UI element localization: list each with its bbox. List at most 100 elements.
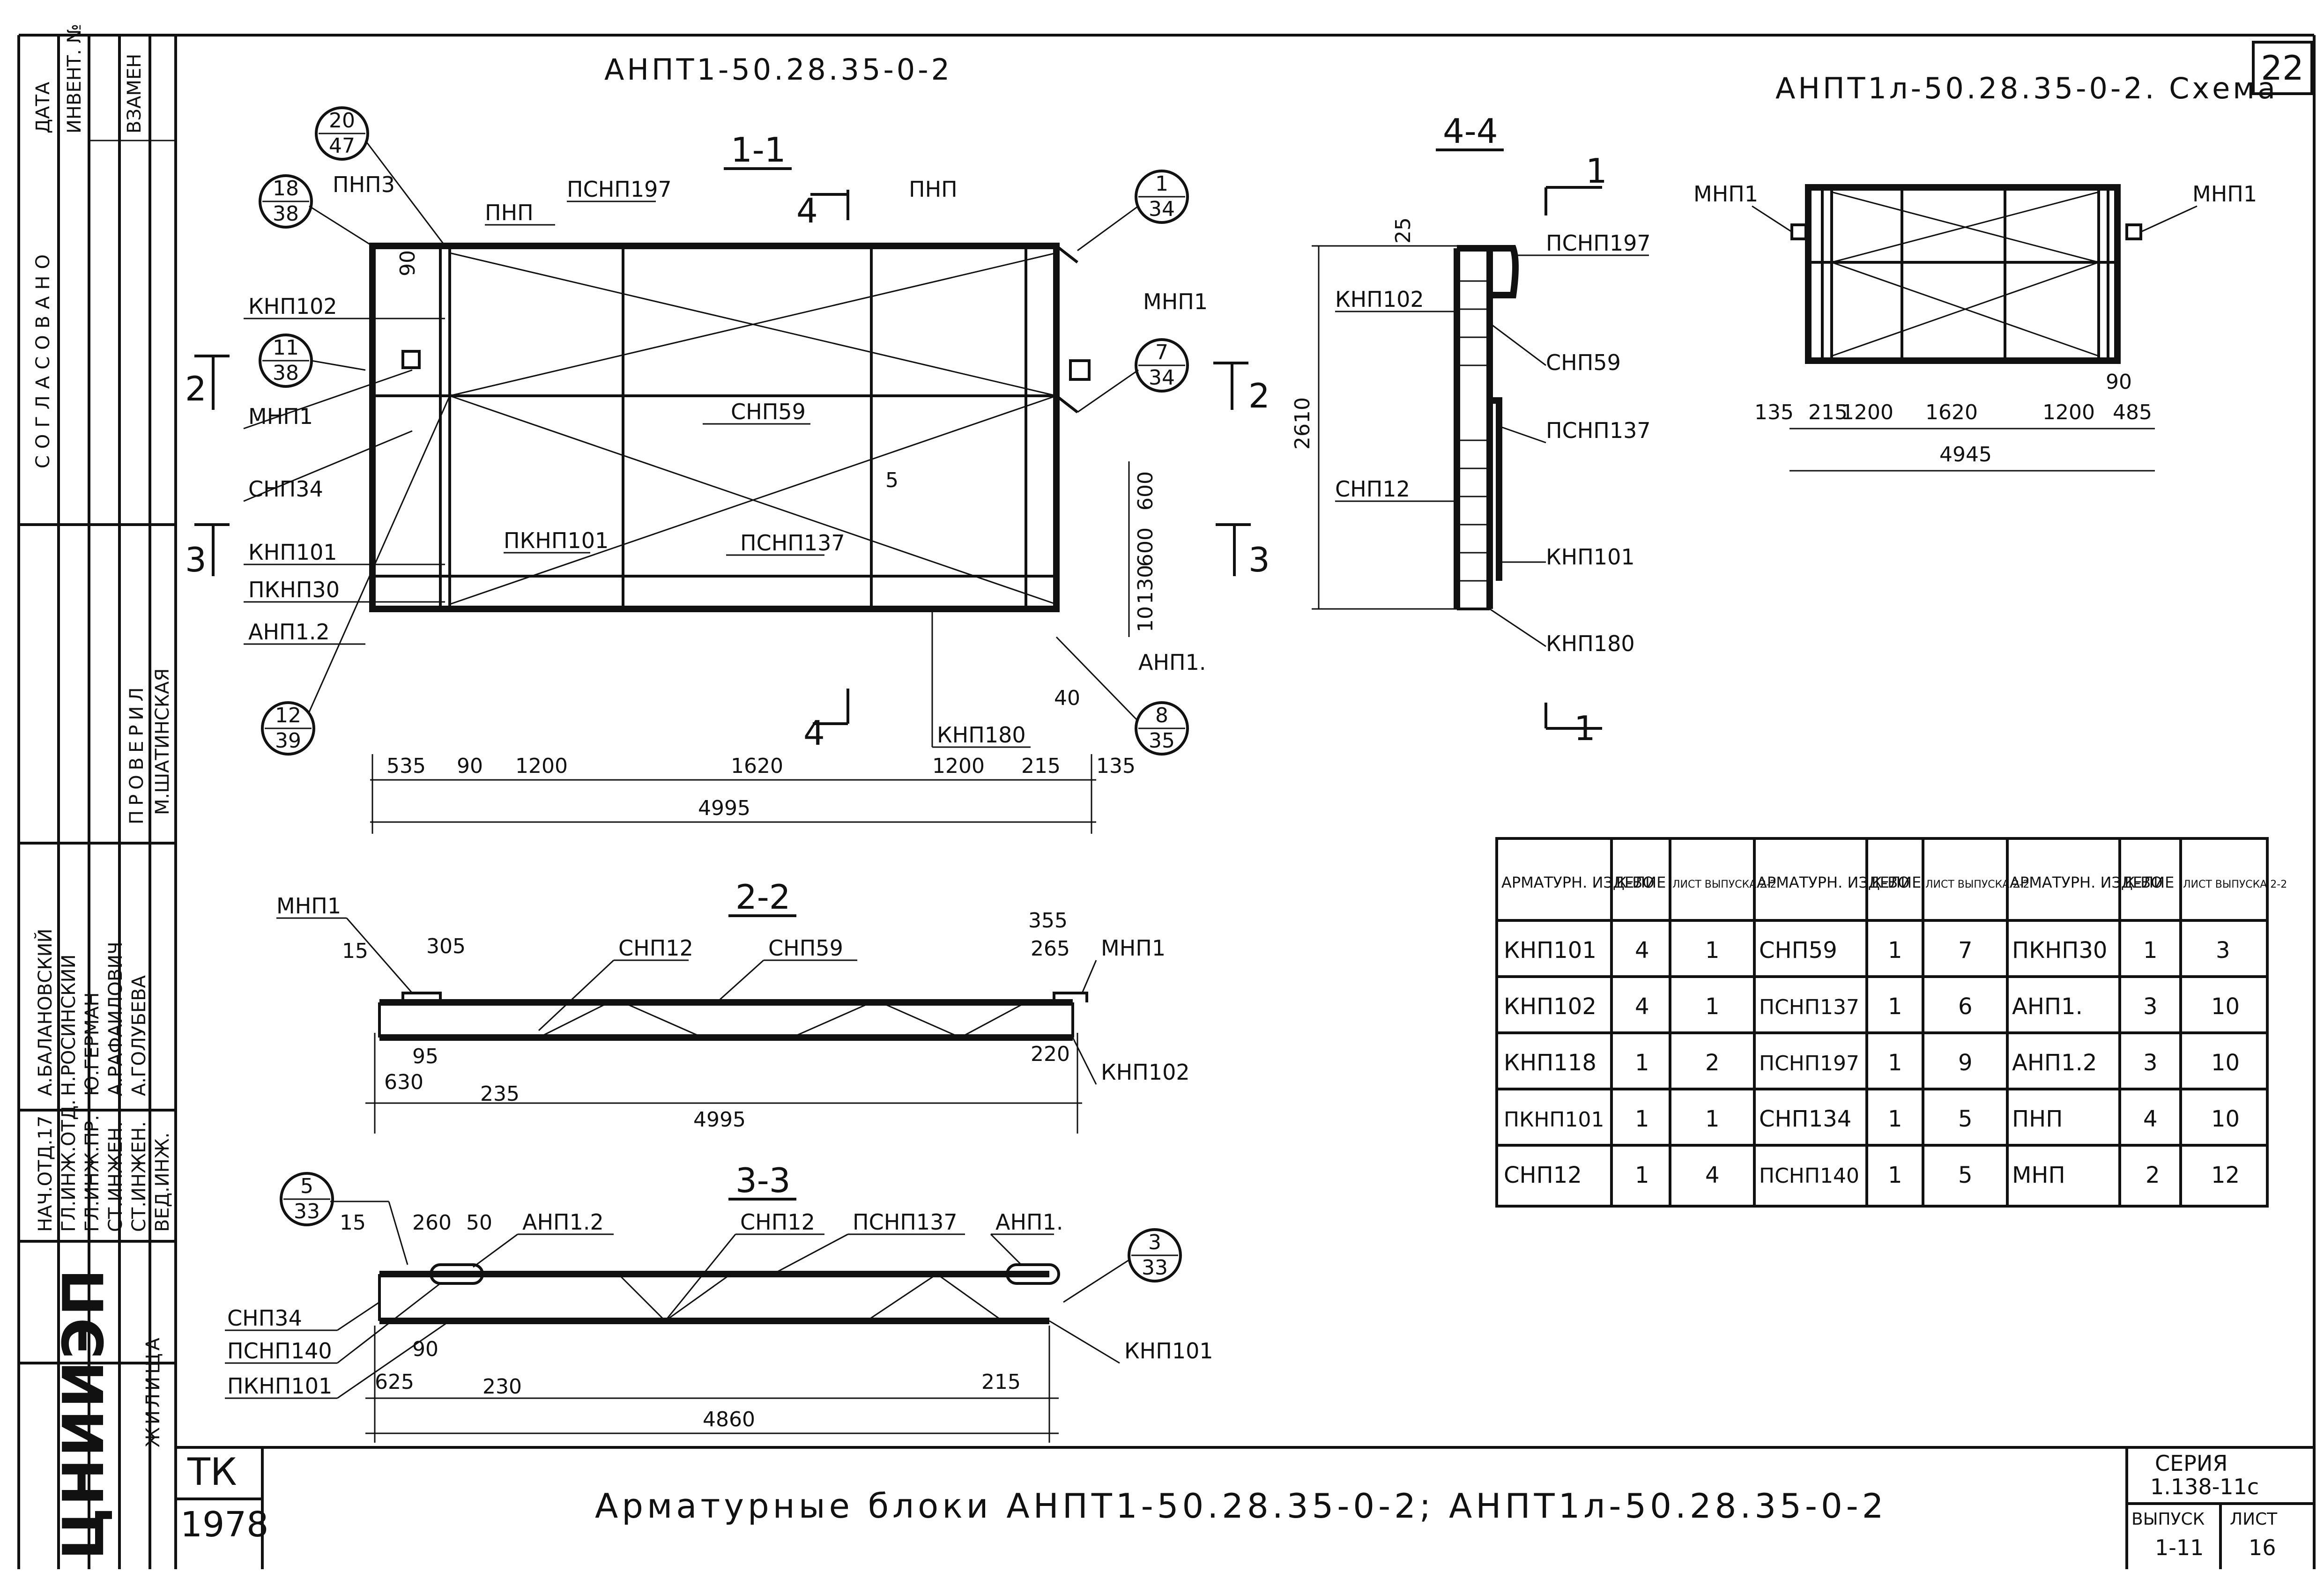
label-anp12-33: АНП1.2 [522, 1209, 604, 1235]
sidebar-zamen: ВЗАМЕН [124, 54, 145, 133]
scheme-label-mnp1-right: МНП1 [2192, 181, 2257, 207]
svg-text:47: 47 [329, 134, 355, 158]
page-number: 22 [2261, 48, 2304, 88]
label-snp12-33: СНП12 [740, 1209, 815, 1235]
callout-11-38: 11 38 [259, 334, 366, 388]
svg-text:7: 7 [1155, 341, 1168, 364]
table-cell: 4 [2143, 1106, 2158, 1132]
table-cell: 1 [1888, 937, 1902, 964]
table-cell: 10 [2211, 1050, 2240, 1076]
svg-text:3: 3 [1148, 1231, 1161, 1254]
sidebar-agreed: СОГЛАСОВАНО [32, 248, 54, 468]
stamp-list: 16 [2249, 1535, 2276, 1560]
th-list-3: ЛИСТ ВЫПУСКА 2-2 [2183, 879, 2287, 890]
label-knp180-44: КНП180 [1546, 631, 1635, 656]
ladder-rungs [1457, 280, 1490, 582]
dim-33-90: 90 [412, 1337, 438, 1361]
dim-33-230: 230 [483, 1375, 522, 1399]
dim-2610: 2610 [1291, 397, 1314, 450]
section-4-4: 4-4 1 1 ПСНП197 КНП102 СНП59 ПСНП137 [1291, 111, 1651, 748]
label-psnp197-44: ПСНП197 [1546, 230, 1651, 256]
label-snp34-33: СНП34 [227, 1305, 302, 1331]
label-psnp137: ПСНП137 [740, 530, 845, 556]
table-cell: 1 [1888, 993, 1902, 1020]
section-3-3: 3-3 5 33 3 33 АНП1.2 СНП12 ПСНП137 АНП1. [225, 1161, 1213, 1443]
stamp-list-label: ЛИСТ [2230, 1510, 2278, 1529]
label-snp12-22: СНП12 [618, 935, 693, 961]
table-cell: ПСНП197 [1759, 1052, 1859, 1075]
dim-22-95: 95 [412, 1045, 438, 1068]
label-mnp1-22-right: МНП1 [1101, 935, 1166, 961]
section-2-2: 2-2 МНП1 СНП12 СНП59 МНП1 КНП102 15 305 … [276, 877, 1190, 1134]
table-cell: АНП1. [2012, 993, 2083, 1020]
svg-text:33: 33 [1142, 1256, 1168, 1280]
label-knp101-44: КНП101 [1546, 544, 1635, 570]
sidebar-name-4: А.РАФАИЛОВИЧ [105, 941, 126, 1096]
svg-text:33: 33 [294, 1200, 320, 1223]
th-kvo-3: К-ВО [2124, 874, 2162, 891]
sidebar-role-6: ВЕД.ИНЖ. [152, 1133, 173, 1232]
callout-8-35: 8 35 [1055, 636, 1189, 756]
label-pnp-right: ПНП [909, 177, 958, 202]
table-cell: СНП59 [1759, 937, 1837, 964]
callout-7-34: 7 34 [1077, 338, 1189, 413]
sidebar-role-3: ГЛ.ИНЖ.ПР. [82, 1115, 103, 1232]
label-psnp137-44: ПСНП137 [1546, 418, 1651, 443]
table-cell: 1 [1888, 1106, 1902, 1132]
dim-33-215: 215 [981, 1370, 1021, 1394]
spec-table [1495, 837, 2269, 1208]
svg-text:12: 12 [275, 704, 301, 727]
dim-right-40: 40 [1054, 686, 1080, 710]
scheme-dim-total-4945: 4945 [1939, 443, 1992, 467]
scheme-dim-1200-a: 1200 [1841, 400, 1893, 424]
label-snp59-22: СНП59 [768, 935, 843, 961]
table-cell: 10 [2211, 993, 2240, 1020]
dim-note-5: 5 [885, 468, 898, 492]
section-1-1-label: 1-1 [731, 130, 786, 170]
callout-12-39: 12 39 [261, 395, 451, 756]
callout-5-33: 5 33 [280, 1172, 408, 1265]
table-cell: 10 [2211, 1106, 2240, 1132]
sidebar-checked: ПРОВЕРИЛ [126, 682, 148, 824]
table-cell: СНП134 [1759, 1106, 1851, 1132]
sidebar-role-5: СТ.ИНЖЕН. [128, 1121, 150, 1232]
callout-20-47: 20 47 [315, 106, 446, 246]
table-cell: ПНП [2012, 1106, 2063, 1132]
dim-1620: 1620 [731, 754, 783, 778]
dim-total-4995: 4995 [698, 796, 750, 820]
scheme-dim-135: 135 [1754, 400, 1794, 424]
cut-3-right: 3 [1248, 540, 1270, 579]
svg-text:34: 34 [1149, 366, 1175, 390]
label-mnp1-right: МНП1 [1143, 289, 1208, 314]
dim-22-630: 630 [384, 1070, 423, 1094]
table-cell: 5 [1958, 1162, 1973, 1188]
label-snp12-44: СНП12 [1335, 476, 1410, 502]
label-psnp197: ПСНП197 [567, 177, 672, 202]
th-izdelie-2: АРМАТУРН. ИЗДЕЛИЕ [1757, 874, 1921, 891]
dim-135: 135 [1096, 754, 1136, 778]
sidebar: СОГЛАСОВАНО ДАТА ИНВЕНТ. № ВЗАМЕН ПРОВЕР… [19, 24, 176, 1569]
dim-33-260: 260 [412, 1211, 452, 1235]
label-knp102-22: КНП102 [1101, 1060, 1190, 1085]
sidebar-role-1: НАЧ.ОТД.17 [35, 1116, 56, 1232]
dim-1200-b: 1200 [932, 754, 985, 778]
cut-2-left: 2 [185, 369, 207, 408]
dim-25: 25 [1391, 217, 1415, 244]
table-cell: 1 [1635, 1050, 1649, 1076]
table-cell: 1 [1888, 1050, 1902, 1076]
label-pknp30: ПКНП30 [248, 577, 340, 602]
sidebar-name-5: А.ГОЛУБЕВА [128, 975, 150, 1096]
th-izdelie-3: АРМАТУРН. ИЗДЕЛИЕ [2010, 874, 2174, 891]
dim-22-220: 220 [1031, 1042, 1070, 1066]
label-knp101: КНП101 [248, 540, 337, 565]
svg-text:34: 34 [1149, 197, 1175, 221]
dim-33-total-4860: 4860 [703, 1408, 755, 1431]
label-knp101-33: КНП101 [1124, 1338, 1213, 1364]
svg-text:35: 35 [1149, 729, 1175, 753]
section-1-1: 1-1 20 47 18 38 [185, 106, 1270, 834]
scheme-title: АНПТ1л-50.28.35-0-2. Схема [1775, 71, 2278, 105]
table-cell: ПКНП30 [2012, 937, 2107, 964]
dim-right-130: 130 [1134, 565, 1158, 604]
svg-text:20: 20 [329, 109, 355, 133]
dim-right-600-a: 600 [1134, 471, 1158, 511]
